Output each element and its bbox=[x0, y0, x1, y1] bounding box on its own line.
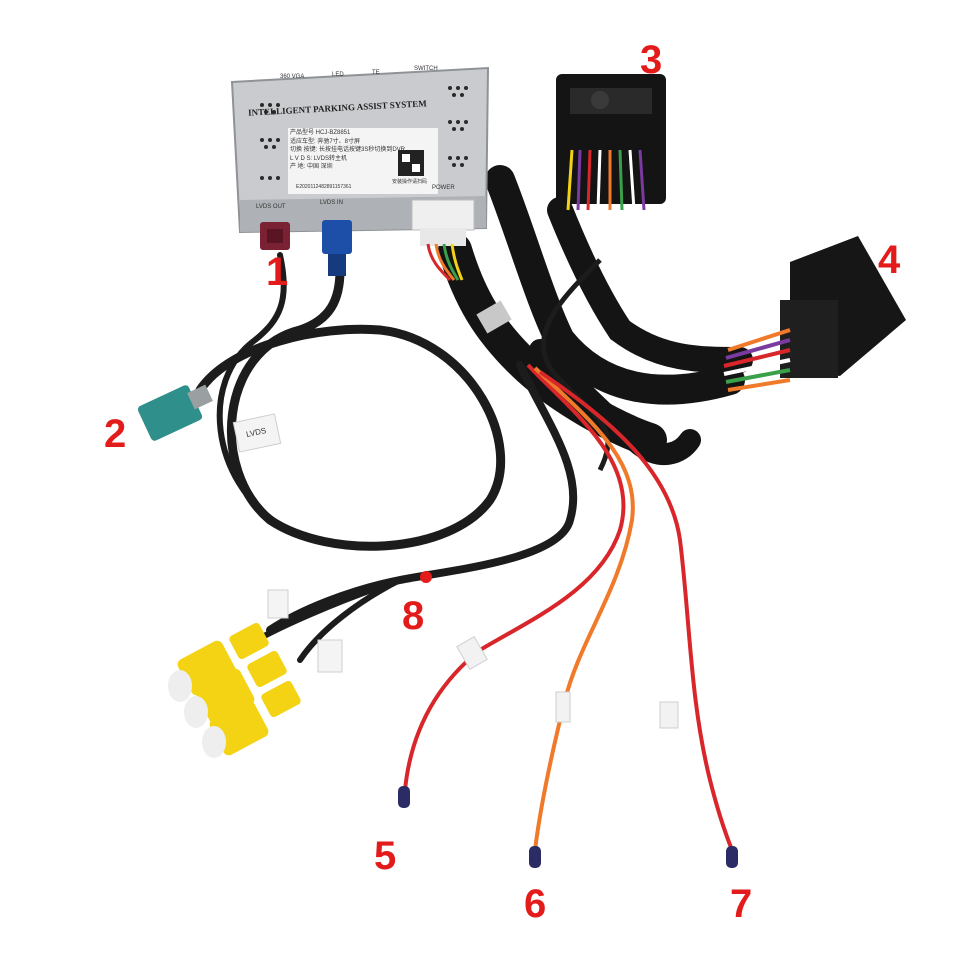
qr-caption: 安装操作请扫码 bbox=[392, 179, 428, 185]
rca-plug-bottom bbox=[202, 680, 301, 758]
wire-7 bbox=[538, 370, 734, 851]
wire-tag-7 bbox=[659, 701, 679, 729]
port-label-power: POWER bbox=[432, 185, 455, 191]
port-label-360: 360 VGA bbox=[280, 74, 305, 80]
callout-5: 5 bbox=[374, 834, 397, 878]
callout-6: 6 bbox=[524, 882, 547, 926]
lvds-cable-loop bbox=[195, 252, 505, 551]
port-label-lvds-out: LVDS OUT bbox=[256, 204, 286, 210]
callout-1: 1 bbox=[266, 250, 289, 294]
callout-8-marker bbox=[420, 571, 432, 583]
wire-tip-5 bbox=[398, 786, 410, 808]
connector-4 bbox=[780, 236, 906, 378]
callout-7: 7 bbox=[730, 882, 753, 926]
heat-shrink-band bbox=[476, 300, 512, 334]
module-serial: E2020112482891157361 bbox=[296, 184, 352, 190]
wire-5 bbox=[403, 363, 626, 791]
lvds-out-connector bbox=[260, 222, 290, 250]
port-label-te: TE bbox=[372, 70, 380, 76]
module-sticker: 产品型号 HCJ-BZ8851 适应车型: 奔驰7寸、8寸屏 切换 按键: 长按… bbox=[290, 129, 406, 172]
sticker-line-2: 适应车型: 奔驰7寸、8寸屏 bbox=[290, 138, 361, 145]
callout-8: 8 bbox=[402, 594, 425, 638]
wire-6 bbox=[533, 366, 635, 851]
braided-harness bbox=[438, 165, 753, 465]
callout-3: 3 bbox=[640, 38, 663, 82]
wire-tag-5 bbox=[456, 636, 488, 670]
connector-3 bbox=[556, 74, 666, 204]
port-label-lvds-in: LVDS IN bbox=[320, 200, 343, 206]
port-label-switch: SWITCH bbox=[414, 66, 438, 72]
power-connector bbox=[411, 199, 475, 246]
sticker-line-1: 产品型号 HCJ-BZ8851 bbox=[290, 130, 351, 136]
parking-assist-module bbox=[230, 66, 490, 234]
callout-2: 2 bbox=[104, 412, 127, 456]
lvds-in-connector bbox=[322, 220, 352, 276]
port-label-led: LED bbox=[332, 72, 344, 78]
sticker-line-5: 产 地: 中国 深圳 bbox=[290, 164, 333, 171]
teal-fakra-connector bbox=[137, 384, 213, 441]
sticker-line-3: 切换 按键: 长按挂电话按键3S秒切换到DVR bbox=[290, 147, 406, 154]
wire-tip-7 bbox=[726, 846, 738, 868]
sticker-line-4: L V D S: LVDS转主机 bbox=[290, 155, 348, 162]
lvds-tag bbox=[232, 413, 282, 453]
callout-4: 4 bbox=[878, 238, 901, 282]
wire-tip-6 bbox=[529, 846, 541, 868]
wire-tag-6 bbox=[555, 691, 571, 723]
